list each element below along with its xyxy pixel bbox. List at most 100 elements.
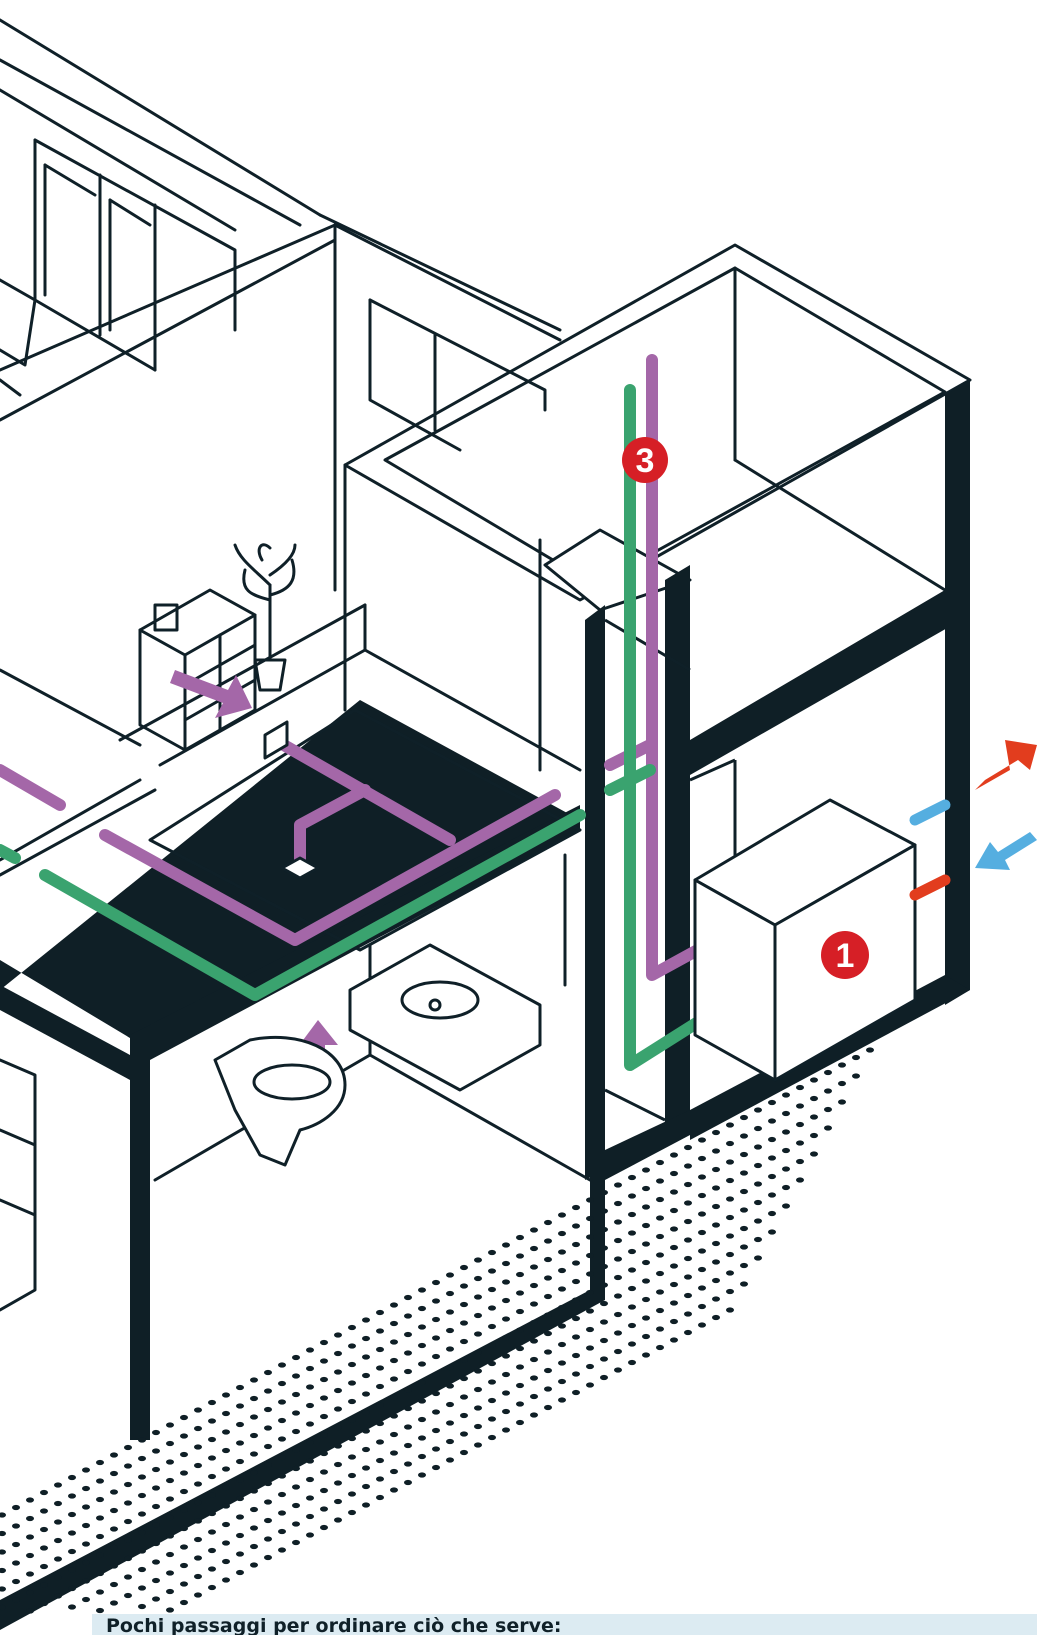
outdoor-connections [915,805,945,895]
ground-dot [250,1544,258,1549]
ground-dot [656,1271,664,1276]
ground-dot [376,1365,384,1370]
ground-dot [656,1345,664,1350]
ground-dot [628,1212,636,1217]
ground-dot [236,1459,244,1464]
ground-dot [166,1515,174,1520]
ground-dot [572,1242,580,1247]
ground-dot [390,1339,398,1344]
ground-dot [544,1275,552,1280]
ground-dot [488,1398,496,1403]
ground-dot [614,1349,622,1354]
ground-dot [460,1394,468,1399]
ground-dot [376,1476,384,1481]
ground-dot [138,1567,146,1572]
ground-dot [698,1174,706,1179]
ground-dot [726,1196,734,1201]
ground-dot [236,1385,244,1390]
ground-dot [110,1471,118,1476]
ground-dot [390,1376,398,1381]
ground-dot [684,1293,692,1298]
ground-dot [334,1388,342,1393]
ground-dot [390,1321,398,1326]
ground-dot [320,1488,328,1493]
ground-dot [530,1283,538,1288]
ground-dot [166,1422,174,1427]
ground-dot [12,1542,20,1547]
ground-dot [600,1264,608,1269]
ground-dot [306,1366,314,1371]
ground-dot [684,1219,692,1224]
ground-dot [698,1230,706,1235]
ground-dot [782,1129,790,1134]
ground-dot [474,1368,482,1373]
ground-dot [600,1375,608,1380]
ground-dot [180,1507,188,1512]
ground-dot [684,1200,692,1205]
ground-dot [712,1167,720,1172]
ground-dot [698,1156,706,1161]
ground-dot [516,1383,524,1388]
ground-dot [684,1274,692,1279]
ground-dot [306,1514,314,1519]
ground-dot [544,1238,552,1243]
ground-dot [110,1545,118,1550]
ground-dot [488,1287,496,1292]
ground-dot [544,1386,552,1391]
ground-dot [68,1604,76,1609]
callout-marker-3: 3 [622,437,668,483]
ground-dot [292,1540,300,1545]
ground-dot [0,1549,6,1554]
ground-dot [306,1495,314,1500]
ground-dot [82,1560,90,1565]
ground-dot [768,1211,776,1216]
ground-dot [824,1125,832,1130]
ground-dot [306,1403,314,1408]
ground-dot [110,1452,118,1457]
ground-dot [418,1361,426,1366]
ground-dot [502,1390,510,1395]
ground-dot [82,1578,90,1583]
ground-dot [292,1355,300,1360]
ground-dot [320,1395,328,1400]
ground-dot [194,1518,202,1523]
ground-dot [180,1433,188,1438]
ground-dot [362,1484,370,1489]
ground-dot [278,1492,286,1497]
ground-dot [852,1055,860,1060]
ground-dot [208,1474,216,1479]
ground-dot [516,1272,524,1277]
marker-label: 3 [636,442,655,480]
ground-dot [600,1338,608,1343]
ground-dot [222,1559,230,1564]
ground-dot [586,1382,594,1387]
ground-dot [124,1593,132,1598]
ground-dot [12,1560,20,1565]
ground-dot [292,1373,300,1378]
ground-dot [418,1435,426,1440]
ground-dot [628,1249,636,1254]
ground-dot [516,1290,524,1295]
ground-dot [12,1579,20,1584]
ground-dot [306,1421,314,1426]
ground-dot [278,1547,286,1552]
ground-dot [432,1335,440,1340]
ground-dot [40,1601,48,1606]
ground-dot [54,1575,62,1580]
ground-dot [404,1295,412,1300]
ground-dot [866,1047,874,1052]
ground-dot [586,1345,594,1350]
ground-dot [180,1544,188,1549]
ground-dot [530,1264,538,1269]
ground-dot [516,1253,524,1258]
ground-dot [544,1257,552,1262]
ground-dot [474,1442,482,1447]
ground-dot [516,1420,524,1425]
ground-dot [558,1323,566,1328]
ground-dot [838,1099,846,1104]
ground-dot [600,1356,608,1361]
ground-dot [40,1490,48,1495]
ground-dot [642,1260,650,1265]
ground-dot [796,1122,804,1127]
ground-dot [264,1407,272,1412]
